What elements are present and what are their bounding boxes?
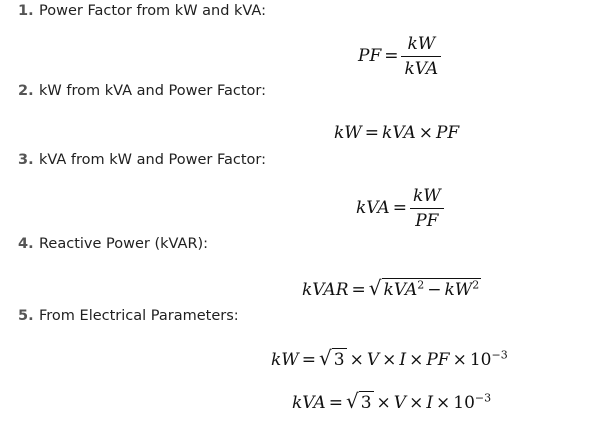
formula-lhs: kW [334, 123, 362, 143]
term-voltage: V [366, 350, 380, 370]
times-sign: × [418, 123, 433, 143]
list-item-1: 1. Power Factor from kW and kVA: [18, 3, 266, 19]
item-number: 2. [18, 83, 34, 99]
power-of-ten: 10 [469, 350, 492, 370]
times-sign: × [436, 393, 451, 413]
formula-lhs: kW [271, 350, 299, 370]
equals-sign: = [301, 350, 317, 370]
list-item-4: 4. Reactive Power (kVAR): [18, 236, 208, 252]
equals-sign: = [328, 393, 343, 413]
fraction-denominator: kVA [404, 59, 439, 79]
formula-lhs: kVA [292, 393, 326, 413]
times-sign: × [382, 350, 397, 370]
term-voltage: V [393, 393, 407, 413]
equals-sign: = [384, 46, 399, 66]
formula-kva-electrical: kVA=√3×V×I×10−3 [292, 389, 491, 413]
item-label: Reactive Power (kVAR): [39, 236, 209, 252]
formula-lhs: kVAR [302, 280, 349, 300]
square-root: √3 [346, 389, 374, 413]
exponent: 2 [472, 278, 480, 292]
radical-sign: √ [319, 346, 332, 370]
equals-sign: = [392, 198, 407, 218]
radical-sign: √ [345, 389, 359, 413]
list-item-3: 3. kVA from kW and Power Factor: [18, 152, 266, 168]
term-kva: kVA [383, 280, 418, 300]
square-root: √3 [319, 346, 347, 370]
term-current: I [399, 350, 407, 370]
power-of-ten: 10 [453, 393, 475, 413]
item-number: 4. [18, 236, 34, 252]
term-pf: PF [426, 350, 450, 370]
exponent: 2 [417, 278, 425, 292]
times-sign: × [376, 393, 391, 413]
times-sign: × [349, 350, 364, 370]
item-label: kVA from kW and Power Factor: [39, 152, 266, 168]
exponent: −3 [491, 348, 508, 362]
formula-kw: kW=kVA×PF [334, 123, 459, 143]
list-item-2: 2. kW from kVA and Power Factor: [18, 83, 266, 99]
radicand: 3 [358, 391, 374, 413]
term-current: I [426, 393, 434, 413]
formula-lhs: PF [358, 46, 382, 66]
item-number: 1. [18, 3, 34, 19]
radical-sign: √ [368, 276, 382, 300]
list-item-5: 5. From Electrical Parameters: [18, 308, 239, 324]
term-pf: PF [435, 123, 460, 143]
times-sign: × [409, 393, 424, 413]
times-sign: × [452, 350, 467, 370]
item-number: 3. [18, 152, 34, 168]
formula-kw-electrical: kW=√3×V×I×PF×10−3 [271, 346, 508, 370]
equals-sign: = [364, 123, 380, 143]
formula-kvar: kVAR=√kVA2−kW2 [302, 276, 482, 300]
term-kw: kW [444, 280, 473, 300]
item-number: 5. [18, 308, 34, 324]
minus-sign: − [427, 280, 442, 300]
square-root: √kVA2−kW2 [368, 276, 482, 300]
fraction-numerator: kW [409, 186, 444, 209]
equals-sign: = [351, 280, 366, 300]
item-label: kW from kVA and Power Factor: [39, 83, 266, 99]
item-label: From Electrical Parameters: [39, 308, 239, 324]
fraction-denominator: PF [415, 211, 439, 231]
formula-lhs: kVA [356, 198, 390, 218]
radicand: kVA2−kW2 [381, 278, 482, 300]
fraction-numerator: kW [401, 34, 442, 57]
item-label: Power Factor from kW and kVA: [39, 3, 266, 19]
exponent: −3 [474, 391, 492, 405]
times-sign: × [409, 350, 424, 370]
term-kva: kVA [382, 123, 416, 143]
radicand: 3 [331, 348, 347, 370]
